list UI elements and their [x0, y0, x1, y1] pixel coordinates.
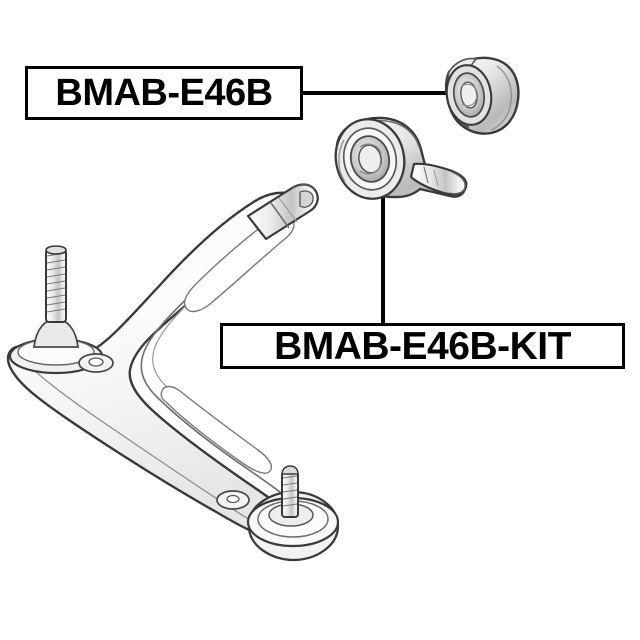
control-arm-secondary-boss [216, 490, 250, 510]
leader-lines [303, 91, 449, 325]
control-arm-sleeve-end [246, 183, 319, 241]
control-arm-mounting-boss [78, 353, 114, 373]
part-label-bmab-e46b-text: BMAB-E46B [55, 72, 273, 114]
part-label-bmab-e46b: BMAB-E46B [25, 66, 303, 120]
control-arm-bushing [444, 56, 520, 135]
part-label-bmab-e46b-kit-text: BMAB-E46B-KIT [274, 324, 571, 368]
bushing-bracket-assembly [334, 116, 468, 200]
control-arm-ball-joint-left [8, 245, 104, 375]
control-arm-ball-joint-lower [246, 465, 340, 562]
part-label-bmab-e46b-kit: BMAB-E46B-KIT [220, 323, 625, 369]
control-arm [6, 183, 340, 562]
